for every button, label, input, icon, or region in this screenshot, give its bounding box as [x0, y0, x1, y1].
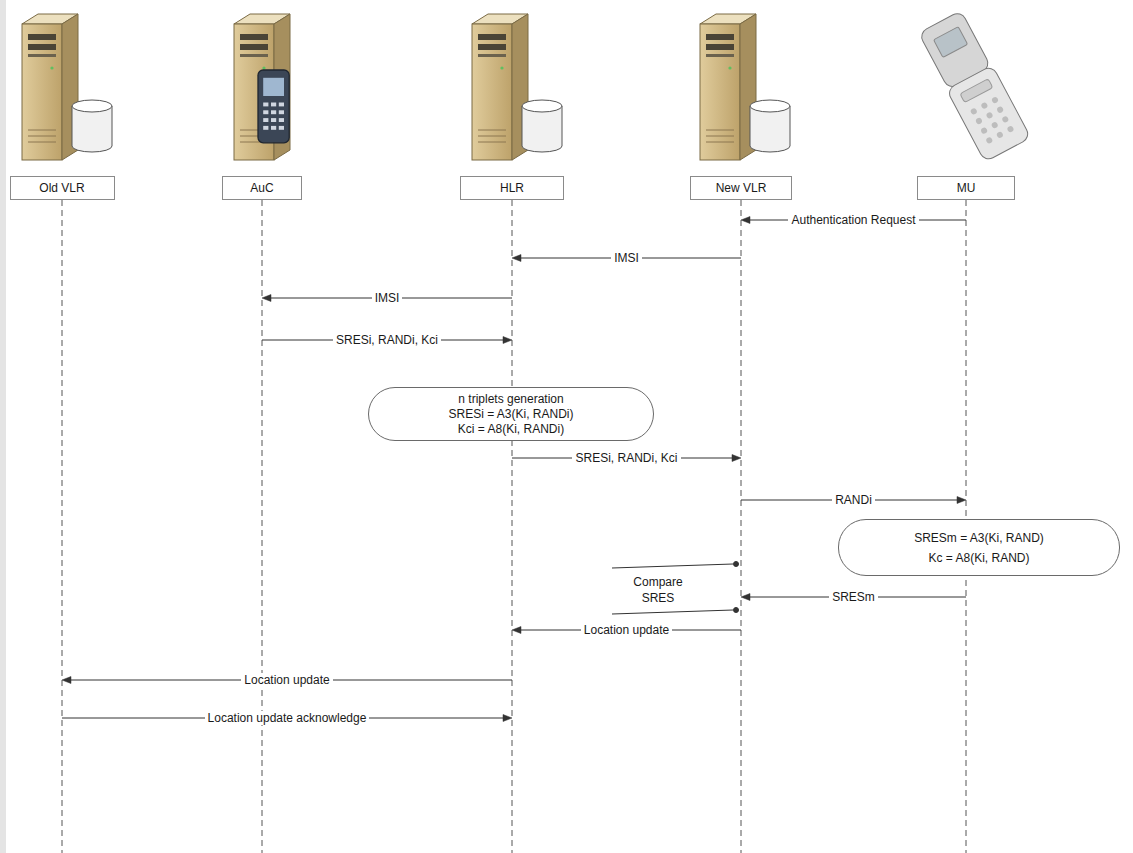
message-label: IMSI	[372, 291, 403, 305]
lifeline	[741, 200, 742, 853]
arrow-head	[741, 594, 750, 601]
arrow-head	[957, 497, 966, 504]
leader-dot	[734, 608, 739, 613]
message-arrow	[62, 200, 512, 684]
leader-line	[612, 610, 733, 614]
message-arrow	[262, 200, 512, 302]
mobile-phone	[991, 96, 999, 104]
arrow-head	[262, 295, 271, 302]
leader-line	[612, 564, 733, 568]
arrow-head	[62, 677, 71, 684]
arrow-head	[741, 217, 750, 224]
computation-box: n triplets generationSRESi = A3(Ki, RAND…	[368, 387, 654, 441]
entity-box: MU	[917, 176, 1015, 200]
mobile-phone	[996, 106, 1004, 114]
server-tower	[234, 14, 290, 160]
phone-icon	[258, 70, 289, 143]
note-label: Compare SRES	[627, 574, 689, 606]
message-line	[62, 200, 512, 718]
database-cylinder	[522, 100, 562, 152]
database-cylinder	[750, 100, 790, 152]
entity-name: AuC	[250, 181, 273, 196]
mobile-phone	[996, 131, 1004, 139]
mobile-phone	[970, 107, 978, 115]
mobile-phone	[975, 117, 983, 125]
mobile-phone	[985, 136, 993, 144]
message-label: Location update acknowledge	[205, 711, 370, 725]
entity-name: MU	[957, 181, 976, 196]
message-label: SRESi, RANDi, Kci	[333, 333, 441, 347]
formula-text: SRESi = A3(Ki, RANDi)	[448, 407, 573, 422]
mobile-phone	[1006, 125, 1014, 133]
server-tower	[22, 14, 78, 160]
arrow-head	[732, 455, 741, 462]
computation-box: SRESm = A3(Ki, RAND)Kc = A8(Ki, RAND)	[838, 519, 1120, 576]
entity-name: Old VLR	[39, 181, 84, 196]
mobile-phone	[980, 127, 988, 135]
arrow-head	[503, 337, 512, 344]
entity-box: AuC	[222, 176, 302, 200]
arrow-head	[512, 627, 521, 634]
compare-leader	[612, 562, 739, 615]
scan-edge	[0, 0, 6, 853]
message-line	[262, 200, 512, 298]
message-label: Location update	[581, 623, 672, 637]
message-arrow	[262, 200, 512, 344]
lifelines	[62, 200, 966, 853]
formula-text: SRESm = A3(Ki, RAND)	[914, 528, 1044, 548]
message-label: Location update	[241, 673, 332, 687]
entity-name: HLR	[500, 181, 524, 196]
database-cylinder	[72, 100, 112, 152]
message-label: IMSI	[611, 251, 642, 265]
entity-box: Old VLR	[10, 176, 115, 200]
arrow-head	[512, 255, 521, 262]
entity-name: New VLR	[716, 181, 767, 196]
message-arrow	[741, 200, 966, 504]
leader-dot	[734, 562, 739, 567]
mobile-phone	[991, 121, 999, 129]
message-label: Authentication Request	[788, 213, 918, 227]
arrow-head	[503, 715, 512, 722]
mobile-phone	[1001, 115, 1009, 123]
mobile-phone	[917, 10, 1031, 162]
formula-text: n triplets generation	[458, 392, 563, 407]
mobile-phone	[946, 65, 1030, 162]
formula-text: Kci = A8(Ki, RANDi)	[458, 422, 564, 437]
mobile-phone	[960, 79, 993, 103]
message-line	[741, 200, 966, 500]
message-line	[262, 200, 512, 340]
lifeline	[62, 200, 63, 853]
message-label: SRESi, RANDi, Kci	[572, 451, 680, 465]
entity-box: HLR	[460, 176, 564, 200]
message-label: SRESm	[829, 590, 878, 604]
mobile-phone	[980, 102, 988, 110]
mobile-phone	[934, 27, 968, 58]
phone-icon	[258, 70, 289, 143]
message-arrow	[62, 200, 512, 722]
server-tower	[700, 14, 756, 160]
entity-box: New VLR	[690, 176, 792, 200]
mobile-phone	[985, 111, 993, 119]
formula-text: Kc = A8(Ki, RAND)	[928, 548, 1029, 568]
message-line	[512, 200, 741, 258]
server-tower	[472, 14, 528, 160]
message-label: RANDi	[832, 493, 875, 507]
